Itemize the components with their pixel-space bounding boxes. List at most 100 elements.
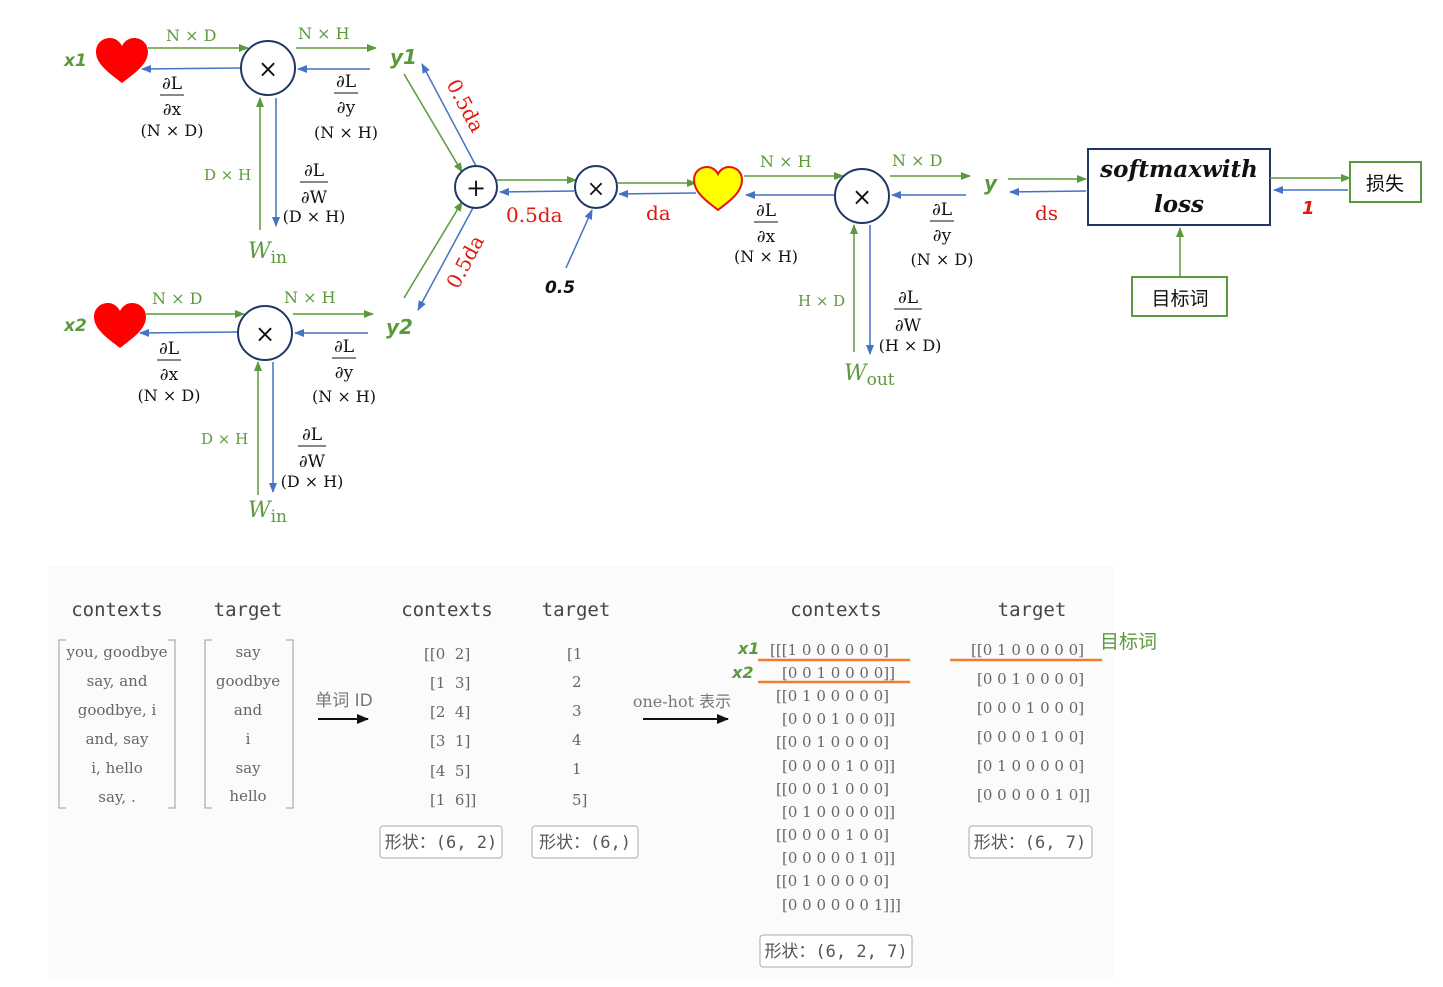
list-item: goodbye: [216, 672, 280, 690]
annot-target-label: 目标词: [1100, 631, 1157, 653]
table-right: contexts target [[[1 0 0 0 0 0 0] [0 0 1…: [731, 599, 1157, 968]
list-item: 5]: [572, 791, 587, 809]
x2-label: x2: [63, 316, 87, 336]
list-item: [[0 2]: [424, 645, 470, 663]
fwd-y1-to-sum: [403, 73, 463, 173]
mid-target-shape: 形状：(6,): [539, 833, 631, 853]
mid-target-shape-box: [531, 825, 639, 859]
list-item: say: [235, 759, 261, 777]
list-item: 2: [572, 673, 582, 691]
list-item: [0 0 0 0 0 1 0]]: [782, 849, 895, 867]
table-middle: contexts target [[0 2] [1 3] [2 4] [3 1]…: [379, 599, 731, 859]
grad-y-num-out: ∂L: [932, 200, 952, 220]
grad-y-num-top: ∂L: [336, 72, 356, 92]
list-item: 4: [572, 731, 582, 749]
grad-w-num-bottom: ∂L: [302, 425, 322, 445]
list-item: i: [246, 730, 251, 748]
heart-icon: [96, 38, 148, 83]
dim-in-bottom: N × D: [152, 289, 202, 308]
grad-x-den-top: ∂x: [163, 100, 182, 120]
grad-w-num-top: ∂L: [304, 161, 324, 181]
multiply-symbol: ×: [255, 320, 275, 348]
list-item: [0 0 0 0 0 1 0]]: [977, 786, 1090, 804]
annot-x2-label: x2: [731, 663, 753, 682]
dim-out-out: N × D: [892, 151, 942, 170]
list-item: say, .: [98, 788, 135, 806]
grad-x-den-bottom: ∂x: [160, 365, 179, 385]
mid-target-header: target: [542, 599, 611, 621]
heart-icon: [692, 165, 744, 212]
ds-label: ds: [1035, 201, 1058, 225]
mid-contexts-shape: 形状：(6, 2): [385, 833, 497, 853]
annot-x1-label: x1: [737, 639, 759, 658]
softmax-box: [1087, 148, 1271, 226]
dim-in-out: N × H: [760, 152, 812, 171]
grad-w-shape-out: (H × D): [879, 336, 942, 355]
w-in-top: Win: [248, 239, 287, 268]
add-symbol: +: [466, 174, 486, 202]
list-item: [0 0 1 0 0 0 0]]: [782, 664, 895, 682]
back-arrow-x1: [141, 64, 241, 73]
list-item: hello: [229, 787, 266, 805]
loss-section: ds softmaxwith loss 1 损失 目标词: [1008, 148, 1422, 317]
y1-label: y1: [390, 45, 417, 69]
list-item: [0 1 0 0 0 0 0]]: [782, 803, 895, 821]
grad-x-den-out: ∂x: [757, 227, 776, 247]
list-item: you, goodbye: [66, 643, 168, 661]
heart-icon: [94, 303, 146, 348]
grad-y-shape-top: (N × H): [314, 123, 378, 142]
grad-w-den-bottom: ∂W: [299, 452, 326, 472]
scale-input-label: 0.5: [545, 278, 575, 298]
merge-section: 0.5da 0.5da + 0.5da × 0.5 da: [403, 63, 744, 311]
output-layer: N × H × N × D y ∂L ∂x (N × H) ∂L ∂y (N ×…: [734, 151, 998, 390]
grad-x-shape-top: (N × D): [141, 121, 204, 140]
list-item: [0 0 0 1 0 0 0]: [977, 699, 1084, 717]
list-item: [0 0 1 0 0 0 0]: [977, 670, 1084, 688]
dim-out-bottom: N × H: [284, 288, 336, 307]
grad-x-num-top: ∂L: [162, 74, 182, 94]
list-item: [[[1 0 0 0 0 0 0]: [770, 641, 889, 659]
multiply-symbol: ×: [852, 183, 872, 211]
grad-x-num-bottom: ∂L: [159, 339, 179, 359]
back-mul-to-sum: [499, 187, 575, 196]
fwd-y2-to-sum: [403, 201, 463, 299]
mid-contexts-shape-box: [379, 825, 503, 859]
list-item: 1: [572, 760, 582, 778]
list-item: [[0 1 0 0 0 0 0]: [971, 641, 1084, 659]
multiply-node-icon: [237, 305, 293, 361]
list-item: i, hello: [91, 759, 143, 777]
grad-w-num-out: ∂L: [898, 288, 918, 308]
grad-y-shape-bottom: (N × H): [312, 387, 376, 406]
grad-y-den-bottom: ∂y: [335, 363, 354, 383]
grad-half-da-bottom: 0.5da: [441, 231, 489, 292]
softmax-line2: loss: [1154, 191, 1204, 218]
multiply-node-icon: [834, 168, 890, 224]
list-item: [0 0 0 1 0 0 0]]: [782, 710, 895, 728]
list-item: [4 5]: [430, 762, 470, 780]
list-item: and, say: [86, 730, 149, 748]
target-box-label: 目标词: [1151, 288, 1208, 310]
back-softmax-to-y: [1009, 187, 1087, 196]
grad-y-shape-out: (N × D): [911, 250, 974, 269]
grad-half-da-top: 0.5da: [442, 75, 490, 136]
w-in-bottom: Win: [248, 498, 287, 527]
loss-box: [1349, 161, 1422, 203]
list-item: and: [234, 701, 263, 719]
list-item: [0 0 0 0 1 0 0]]: [782, 757, 895, 775]
list-item: [[0 1 0 0 0 0 0]: [776, 687, 889, 705]
grad-x-shape-bottom: (N × D): [138, 386, 201, 405]
right-contexts-shape-box: [759, 934, 913, 968]
w-dim-bottom: D × H: [201, 430, 248, 448]
y-label: y: [984, 171, 998, 195]
w-out: Wout: [844, 361, 895, 390]
bottom-branch: x2 N × D N × H × y2 ∂L ∂x (N × D) ∂L ∂y …: [63, 288, 413, 527]
back-sum-to-y1: [421, 63, 477, 167]
grad-y-den-out: ∂y: [933, 226, 952, 246]
grad-w-den-out: ∂W: [895, 316, 922, 336]
back-arrow-x2: [139, 328, 239, 337]
left-target-bracket: [204, 639, 294, 809]
multiply-node-icon: [574, 165, 618, 209]
w-dim-out: H × D: [798, 292, 845, 310]
loss-grad-label: 1: [1302, 198, 1315, 219]
list-item: [0 1 0 0 0 0 0]: [977, 757, 1084, 775]
